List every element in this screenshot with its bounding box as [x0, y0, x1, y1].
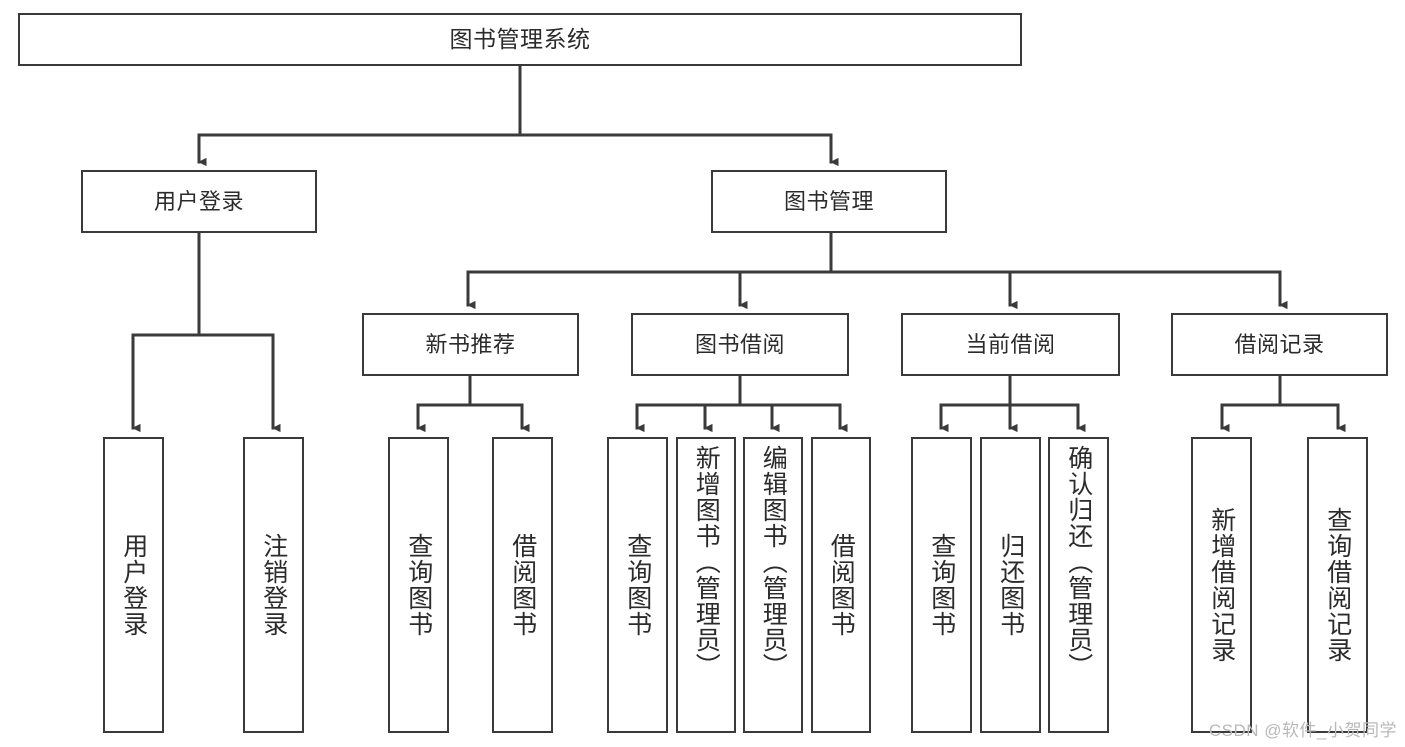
- node-leaf-query-book-3[interactable]: 查询图书: [911, 437, 972, 733]
- node-leaf-add-book-label: 新增图书（管理员）: [692, 445, 721, 679]
- node-leaf-borrow-book-1-label: 借阅图书: [508, 533, 537, 637]
- node-book-manage[interactable]: 图书管理: [711, 170, 947, 233]
- node-leaf-user-login-label: 用户登录: [119, 533, 148, 637]
- node-leaf-user-logout[interactable]: 注销登录: [243, 437, 304, 733]
- node-book-borrow[interactable]: 图书借阅: [631, 313, 849, 376]
- node-book-borrow-label: 图书借阅: [694, 331, 785, 357]
- node-leaf-query-record[interactable]: 查询借阅记录: [1307, 437, 1368, 733]
- node-leaf-return-book[interactable]: 归还图书: [980, 437, 1041, 733]
- node-leaf-user-login[interactable]: 用户登录: [103, 437, 164, 733]
- node-leaf-return-book-label: 归还图书: [996, 533, 1025, 637]
- node-leaf-query-book-1-label: 查询图书: [404, 533, 433, 637]
- node-leaf-edit-book[interactable]: 编辑图书（管理员）: [743, 437, 803, 733]
- node-leaf-add-record-label: 新增借阅记录: [1207, 507, 1236, 663]
- node-leaf-query-book-2[interactable]: 查询图书: [607, 437, 668, 733]
- watermark: CSDN @软件_小贺同学: [1208, 721, 1397, 740]
- node-leaf-query-book-1[interactable]: 查询图书: [388, 437, 449, 733]
- node-leaf-borrow-book-1[interactable]: 借阅图书: [492, 437, 553, 733]
- node-book-manage-label: 图书管理: [783, 188, 874, 214]
- node-user-login-label: 用户登录: [153, 188, 244, 214]
- node-leaf-add-record[interactable]: 新增借阅记录: [1191, 437, 1252, 733]
- node-user-login[interactable]: 用户登录: [81, 170, 317, 233]
- node-leaf-query-book-2-label: 查询图书: [623, 533, 652, 637]
- node-leaf-confirm-return[interactable]: 确认归还（管理员）: [1048, 437, 1109, 733]
- node-leaf-user-logout-label: 注销登录: [259, 533, 288, 637]
- node-leaf-borrow-book-2[interactable]: 借阅图书: [811, 437, 871, 733]
- node-root[interactable]: 图书管理系统: [18, 13, 1022, 66]
- node-current-borrow[interactable]: 当前借阅: [901, 313, 1120, 376]
- node-borrow-record[interactable]: 借阅记录: [1171, 313, 1388, 376]
- node-leaf-query-book-3-label: 查询图书: [927, 533, 956, 637]
- node-new-book-recommend-label: 新书推荐: [425, 331, 516, 357]
- node-new-book-recommend[interactable]: 新书推荐: [362, 313, 579, 376]
- node-leaf-edit-book-label: 编辑图书（管理员）: [759, 445, 788, 679]
- node-leaf-query-record-label: 查询借阅记录: [1323, 507, 1352, 663]
- node-borrow-record-label: 借阅记录: [1234, 331, 1325, 357]
- node-leaf-borrow-book-2-label: 借阅图书: [827, 533, 856, 637]
- node-leaf-confirm-return-label: 确认归还（管理员）: [1064, 445, 1093, 679]
- node-root-label: 图书管理系统: [449, 26, 591, 52]
- node-current-borrow-label: 当前借阅: [965, 331, 1056, 357]
- node-leaf-add-book[interactable]: 新增图书（管理员）: [676, 437, 736, 733]
